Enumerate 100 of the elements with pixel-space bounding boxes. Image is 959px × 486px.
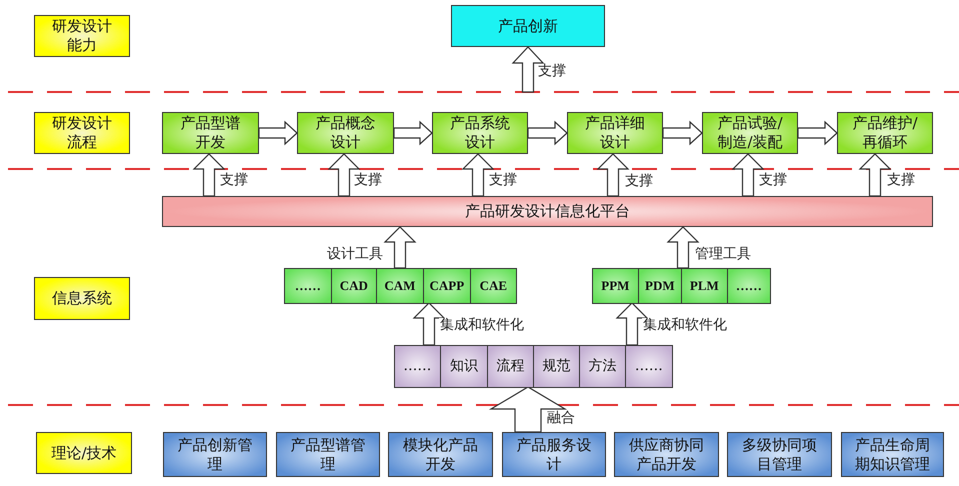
node-label: 产品创新 xyxy=(497,16,559,36)
tool-cell xyxy=(376,268,424,304)
edge-label: 支撑 xyxy=(537,64,567,80)
node-label: 产品试验/制造/装配 xyxy=(716,114,784,152)
node-label: 供应商协同产品开发 xyxy=(628,436,705,474)
category-label-box xyxy=(34,277,130,320)
node-label: 规范 xyxy=(542,358,570,376)
node-label: …… xyxy=(403,358,432,376)
edge-label: 支撑 xyxy=(353,173,383,188)
process-box xyxy=(702,112,798,154)
node-label: 产品维护/再循环 xyxy=(851,114,919,152)
theory-box xyxy=(727,432,832,477)
theory-box xyxy=(163,432,267,477)
method-cell xyxy=(440,344,488,388)
node-label: 产品概念设计 xyxy=(314,114,376,152)
tool-cell xyxy=(330,268,377,304)
category-label-box xyxy=(34,112,130,154)
edge-label: 设计工具 xyxy=(326,247,384,262)
node-label: 流程 xyxy=(496,358,524,376)
node-label: 信息系统 xyxy=(51,289,113,308)
block-arrow xyxy=(192,153,226,197)
method-group-box xyxy=(394,345,672,387)
node-label: CAE xyxy=(480,278,508,294)
block-arrow xyxy=(797,120,838,146)
block-arrow xyxy=(527,120,568,146)
method-cell xyxy=(578,344,626,388)
node-label: 产品型谱管理 xyxy=(290,436,366,474)
node-label: PLM xyxy=(690,278,719,294)
node-label: …… xyxy=(294,278,321,294)
edge-label: 集成和软件化 xyxy=(439,318,525,334)
edge-label: 支撑 xyxy=(219,173,249,188)
block-arrow xyxy=(512,46,544,93)
edge-label: 管理工具 xyxy=(694,247,752,262)
block-arrow xyxy=(488,386,568,433)
edge-label: 支撑 xyxy=(886,173,916,188)
process-box xyxy=(432,112,528,154)
tool-group-box xyxy=(284,268,516,303)
tool-cell xyxy=(680,268,728,304)
node-label: 产品详细设计 xyxy=(584,114,646,152)
node-label: PDM xyxy=(645,278,675,294)
node-label: CAM xyxy=(384,278,416,294)
edge-label: 支撑 xyxy=(624,174,654,190)
block-arrow xyxy=(858,153,892,197)
block-arrow xyxy=(596,153,630,197)
node-label: 产品研发设计信息化平台 xyxy=(464,202,631,221)
theory-box xyxy=(841,432,944,477)
node-label: 产品系统设计 xyxy=(449,114,511,152)
node-label: 方法 xyxy=(588,358,616,376)
node-label: 理论/技术 xyxy=(50,444,118,462)
method-cell xyxy=(624,344,673,388)
node-label: 多级协同项目管理 xyxy=(741,436,818,474)
node-label: 产品型谱开发 xyxy=(180,114,242,152)
category-label-box xyxy=(36,432,132,474)
block-arrow xyxy=(732,153,764,197)
node-label: PPM xyxy=(601,278,630,294)
node-label: 模块化产品开发 xyxy=(402,436,479,474)
node-label: …… xyxy=(634,358,663,376)
node-label: 研发设计流程 xyxy=(51,114,113,152)
platform-bar xyxy=(162,196,933,227)
node-label: 产品创新管理 xyxy=(176,436,254,474)
node-label: 知识 xyxy=(450,358,478,376)
tool-cell xyxy=(470,268,517,304)
edge-label: 融合 xyxy=(546,411,576,426)
node-label: 产品生命周期知识管理 xyxy=(854,436,931,474)
block-arrow xyxy=(412,302,446,346)
tool-cell xyxy=(284,268,332,304)
node-label: CAD xyxy=(340,278,368,294)
process-box xyxy=(837,112,933,154)
block-arrow xyxy=(393,120,433,146)
tool-group-box xyxy=(592,268,770,303)
block-arrow xyxy=(662,120,703,146)
block-arrow xyxy=(462,153,494,197)
node-label: CAPP xyxy=(430,278,464,294)
tool-cell xyxy=(422,268,471,304)
tool-cell xyxy=(592,268,639,304)
edge-label: 支撑 xyxy=(488,173,518,188)
edge-label: 支撑 xyxy=(758,173,788,188)
block-arrow xyxy=(616,302,648,346)
edge-label: 集成和软件化 xyxy=(642,318,728,334)
method-cell xyxy=(486,344,534,388)
method-cell xyxy=(532,344,580,388)
theory-box xyxy=(614,432,719,477)
process-box xyxy=(297,112,394,154)
tool-cell xyxy=(726,268,771,304)
block-arrow xyxy=(384,226,416,269)
method-cell xyxy=(394,344,441,388)
process-box xyxy=(567,112,663,154)
block-arrow xyxy=(666,226,700,269)
goal-box xyxy=(451,5,605,47)
block-arrow xyxy=(258,120,298,146)
theory-box xyxy=(388,432,493,477)
category-label-box xyxy=(34,15,130,57)
node-label: …… xyxy=(736,278,762,294)
node-label: 研发设计能力 xyxy=(51,17,113,55)
theory-box xyxy=(276,432,380,477)
tool-cell xyxy=(638,268,682,304)
node-label: 产品服务设计 xyxy=(516,436,592,474)
theory-box xyxy=(502,432,606,477)
block-arrow xyxy=(328,153,360,197)
process-box xyxy=(162,112,259,154)
